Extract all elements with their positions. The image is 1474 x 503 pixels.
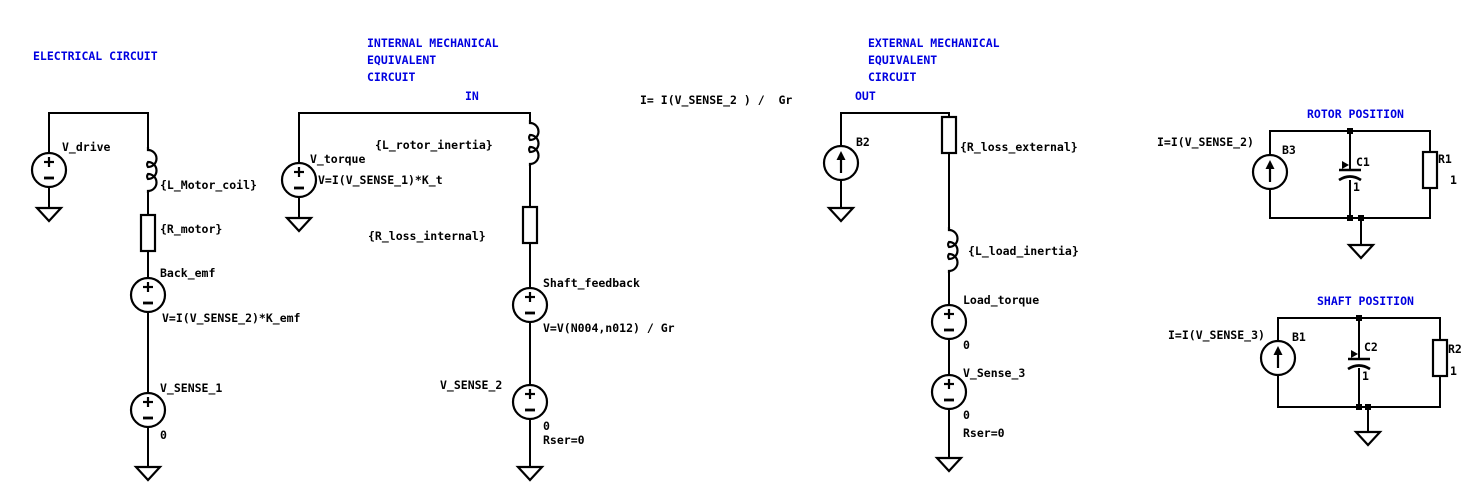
b1-formula: I=I(V_SENSE_3) (1168, 328, 1265, 343)
b3-label: B3 (1282, 143, 1296, 157)
electrical-title: ELECTRICAL CIRCUIT (33, 49, 158, 63)
ground-shaft[interactable] (1354, 430, 1382, 447)
external-title-line1: EXTERNAL MECHANICAL (868, 36, 1000, 50)
external-title-line3: CIRCUIT (868, 70, 917, 84)
external-title-line2: EQUIVALENT (868, 53, 937, 67)
back-emf-source[interactable] (129, 276, 167, 314)
load-torque-value: 0 (963, 338, 970, 352)
v-sense-2-value: 0 (543, 419, 550, 433)
r-loss-internal-resistor[interactable] (521, 205, 539, 245)
ground-rotor[interactable] (1347, 243, 1375, 260)
v-sense-2-label: V_SENSE_2 (440, 378, 502, 393)
node-out-label: OUT (855, 89, 876, 103)
junction-dot (1356, 315, 1362, 321)
b2-current-source[interactable] (822, 144, 860, 182)
r-loss-external-resistor[interactable] (940, 115, 958, 155)
shaft-feedback-label: Shaft_feedback (543, 276, 640, 291)
l-motor-coil-inductor[interactable] (146, 145, 158, 195)
b1-label: B1 (1292, 330, 1306, 344)
back-emf-value: V=I(V_SENSE_2)*K_emf (162, 311, 301, 326)
r1-label: R1 (1438, 152, 1452, 166)
b1-current-source[interactable] (1259, 339, 1297, 377)
r1-value: 1 (1450, 173, 1457, 187)
shaft-position-title: SHAFT POSITION (1317, 294, 1414, 308)
c2-value: 1 (1362, 369, 1369, 383)
load-torque-label: Load_torque (963, 293, 1039, 308)
ground-b2[interactable] (827, 206, 855, 223)
l-load-inertia-label: {L_load_inertia} (968, 244, 1079, 259)
r-motor-label: {R_motor} (160, 222, 222, 237)
v-sense-2-rser: Rser=0 (543, 433, 585, 447)
wires-external-mechanical (840, 112, 950, 459)
v-sense-1-value: 0 (160, 428, 167, 442)
internal-title-line2: EQUIVALENT (367, 53, 436, 67)
shaft-feedback-value: V=V(N004,n012) / Gr (543, 321, 675, 335)
r-loss-internal-label: {R_loss_internal} (368, 229, 486, 244)
ground-v-sense-1[interactable] (134, 465, 162, 482)
b3-current-source[interactable] (1251, 153, 1289, 191)
c1-label: C1 (1356, 155, 1370, 169)
junction-dot (1356, 404, 1362, 410)
r2-value: 1 (1450, 364, 1457, 378)
v-sense-1-source[interactable] (129, 391, 167, 429)
ground-v-sense-2[interactable] (516, 465, 544, 482)
junction-dot (1358, 215, 1364, 221)
node-in-label: IN (465, 89, 479, 103)
v-torque-source[interactable] (280, 161, 318, 199)
c2-label: C2 (1364, 340, 1378, 354)
v-torque-label: V_torque (310, 152, 365, 167)
c1-value: 1 (1353, 180, 1360, 194)
v-sense-3-label: V_Sense_3 (963, 366, 1025, 381)
r-motor-resistor[interactable] (139, 213, 157, 253)
junction-dot (1347, 215, 1353, 221)
v-sense-2-source[interactable] (511, 383, 549, 421)
load-torque-source[interactable] (930, 303, 968, 341)
ground-v-sense-3[interactable] (935, 456, 963, 473)
v-sense-1-label: V_SENSE_1 (160, 381, 222, 396)
v-torque-value: V=I(V_SENSE_1)*K_t (318, 173, 443, 188)
wires-internal-mechanical (298, 112, 531, 468)
rotor-position-title: ROTOR POSITION (1307, 107, 1404, 121)
l-motor-coil-label: {L_Motor_coil} (160, 178, 257, 193)
back-emf-label: Back_emf (160, 266, 215, 281)
gear-ratio-formula: I= I(V_SENSE_2 ) / Gr (640, 93, 792, 108)
r1-resistor[interactable] (1421, 150, 1439, 190)
v-sense-3-value: 0 (963, 408, 970, 422)
l-load-inertia-inductor[interactable] (947, 225, 959, 275)
v-sense-3-rser: Rser=0 (963, 426, 1005, 440)
ground-v-torque[interactable] (285, 216, 313, 233)
b2-label: B2 (856, 135, 870, 149)
v-drive-source[interactable] (30, 151, 68, 189)
r-loss-external-label: {R_loss_external} (960, 140, 1078, 155)
l-rotor-inertia-inductor[interactable] (528, 118, 540, 168)
l-rotor-inertia-label: {L_rotor_inertia} (375, 138, 493, 153)
b3-formula: I=I(V_SENSE_2) (1157, 135, 1254, 150)
r2-label: R2 (1448, 342, 1462, 356)
junction-dot (1347, 128, 1353, 134)
junction-dot (1365, 404, 1371, 410)
shaft-feedback-source[interactable] (511, 286, 549, 324)
v-sense-3-source[interactable] (930, 373, 968, 411)
v-drive-label: V_drive (62, 140, 111, 155)
r2-resistor[interactable] (1431, 338, 1449, 378)
internal-title-line1: INTERNAL MECHANICAL (367, 36, 499, 50)
internal-title-line3: CIRCUIT (367, 70, 416, 84)
ground-v-drive[interactable] (35, 206, 63, 223)
